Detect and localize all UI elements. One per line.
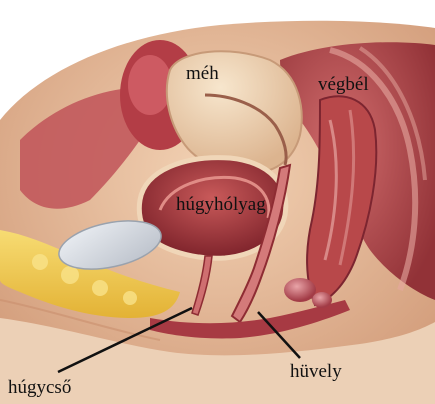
- bladder-label: húgyhólyag: [176, 195, 266, 214]
- vagina-label: hüvely: [290, 362, 342, 381]
- uterus-label: méh: [186, 64, 219, 83]
- rectum-label: végbél: [318, 75, 369, 94]
- urethra-label: húgycső: [8, 378, 71, 397]
- ovary: [284, 278, 316, 302]
